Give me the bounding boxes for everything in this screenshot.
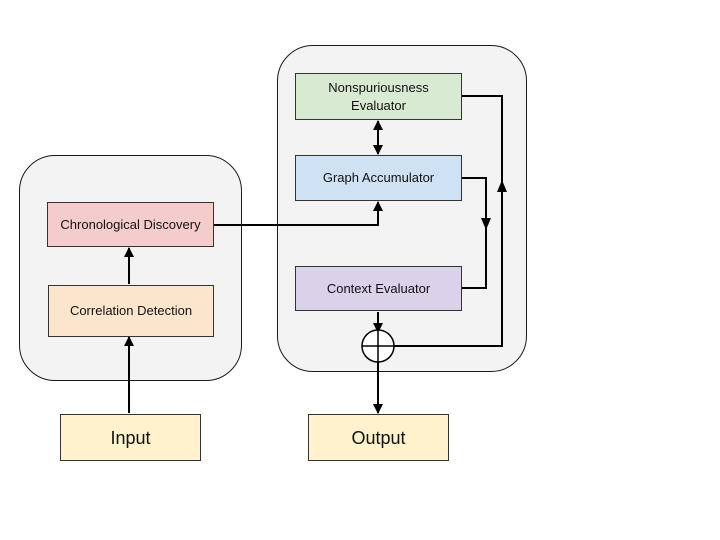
graph-accumulator-label: Graph Accumulator <box>322 170 435 185</box>
chronological-discovery-label: Chronological Discovery <box>60 216 201 232</box>
context-evaluator-box: Context Evaluator <box>295 266 462 311</box>
correlation-detection-label: Correlation Detection <box>69 303 193 318</box>
input-box: Input <box>60 414 201 461</box>
context-evaluator-label: Context Evaluator <box>326 280 431 296</box>
nonspuriousness-evaluator-box: Nonspuriousness Evaluator <box>295 73 462 120</box>
arrow-nonspurious-to-combiner <box>394 95 503 347</box>
graph-accumulator-box: Graph Accumulator <box>295 155 462 201</box>
input-label: Input <box>110 427 151 448</box>
correlation-detection-box: Correlation Detection <box>48 285 214 337</box>
arrowhead-nonspurious-loop <box>497 180 507 192</box>
chronological-discovery-box: Chronological Discovery <box>47 202 214 247</box>
output-label: Output <box>351 427 406 448</box>
arrow-chronological-to-graph <box>214 201 383 226</box>
combiner-node <box>361 329 395 363</box>
output-box: Output <box>308 414 449 461</box>
arrowhead-graph-to-context <box>481 218 491 230</box>
arrow-graph-to-context <box>462 177 487 289</box>
nonspuriousness-evaluator-label: Nonspuriousness Evaluator <box>328 79 429 113</box>
